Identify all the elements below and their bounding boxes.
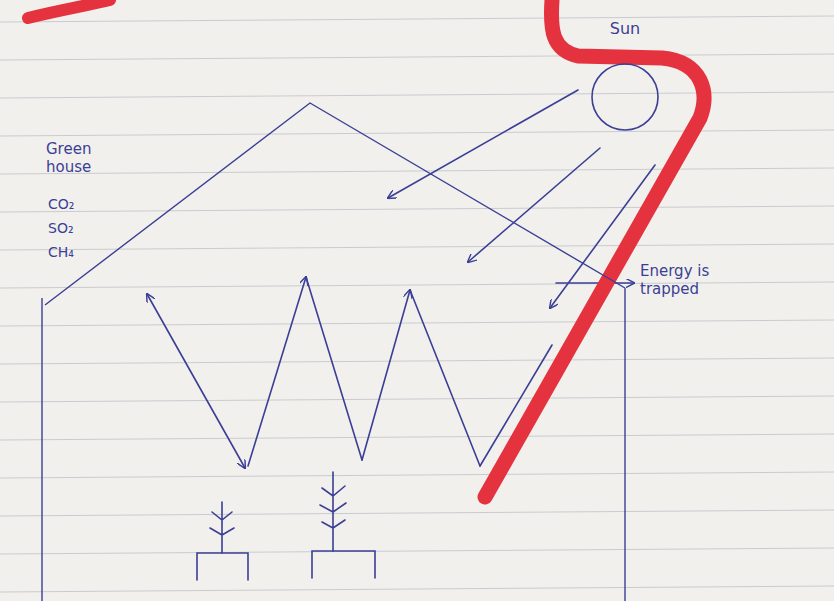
greenhouse-outline-shape bbox=[40, 100, 630, 601]
gas-label: CH₄ bbox=[48, 244, 74, 261]
sun-circle: Sun bbox=[580, 15, 670, 135]
note-label: Energy is trapped bbox=[640, 262, 740, 298]
gas-label: CO₂ bbox=[48, 196, 74, 213]
node-heading: Green house bbox=[46, 140, 126, 176]
gas-label: SO₂ bbox=[48, 220, 74, 237]
greenhouse-outline: Green houseCO₂ SO₂ CH₄ bbox=[40, 100, 630, 601]
node-heading: Sun bbox=[580, 19, 670, 38]
